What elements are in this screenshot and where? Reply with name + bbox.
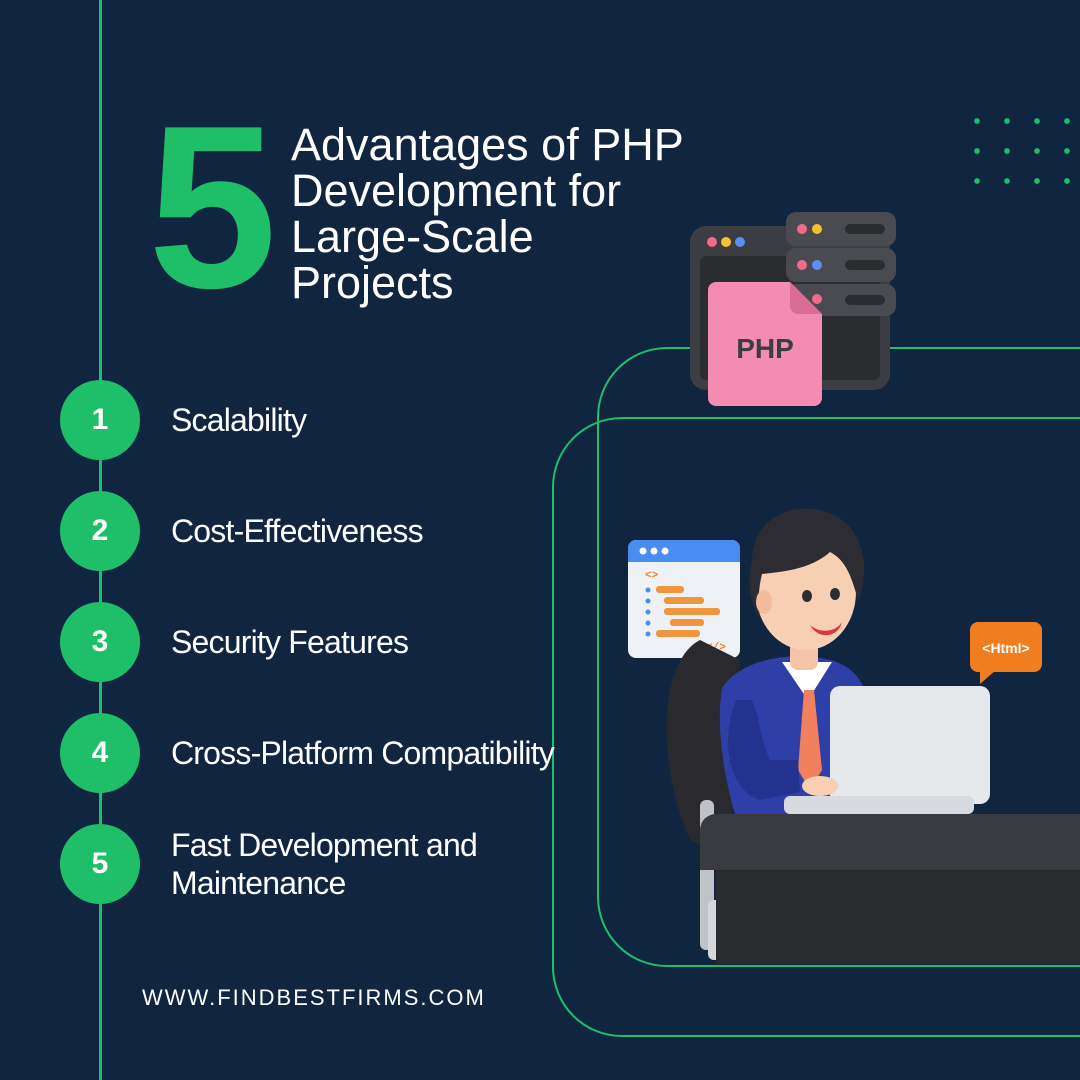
item-label: Cost-Effectiveness [171, 513, 424, 549]
number-badge: 4 [60, 713, 140, 793]
item-label: Cross-Platform Compatibility [171, 735, 555, 771]
list-item: 3 Security Features [60, 602, 580, 682]
list-item: 5 Fast Development and Maintenance [60, 824, 580, 904]
number-badge: 5 [60, 824, 140, 904]
item-label: Security Features [171, 624, 409, 660]
item-label: Scalability [171, 402, 307, 438]
list-item: 1 Scalability [60, 380, 580, 460]
list-item: 4 Cross-Platform Compatibility [60, 713, 580, 793]
headline-title: Advantages of PHP Development for Large-… [291, 122, 811, 306]
number-badge: 3 [60, 602, 140, 682]
headline-line-4: Projects [291, 257, 454, 308]
dot-grid-decoration [962, 106, 1072, 206]
decorative-frame-outer [552, 417, 1080, 1037]
headline-line-3: Large-Scale [291, 211, 534, 262]
headline-line-2: Development for [291, 165, 622, 216]
footer-url[interactable]: WWW.FINDBESTFIRMS.COM [142, 985, 486, 1010]
headline-line-1: Advantages of PHP [291, 119, 684, 170]
number-badge: 1 [60, 380, 140, 460]
headline-number: 5 [148, 78, 277, 337]
item-label: Fast Development and Maintenance [171, 827, 478, 901]
list-item: 2 Cost-Effectiveness [60, 491, 580, 571]
number-badge: 2 [60, 491, 140, 571]
